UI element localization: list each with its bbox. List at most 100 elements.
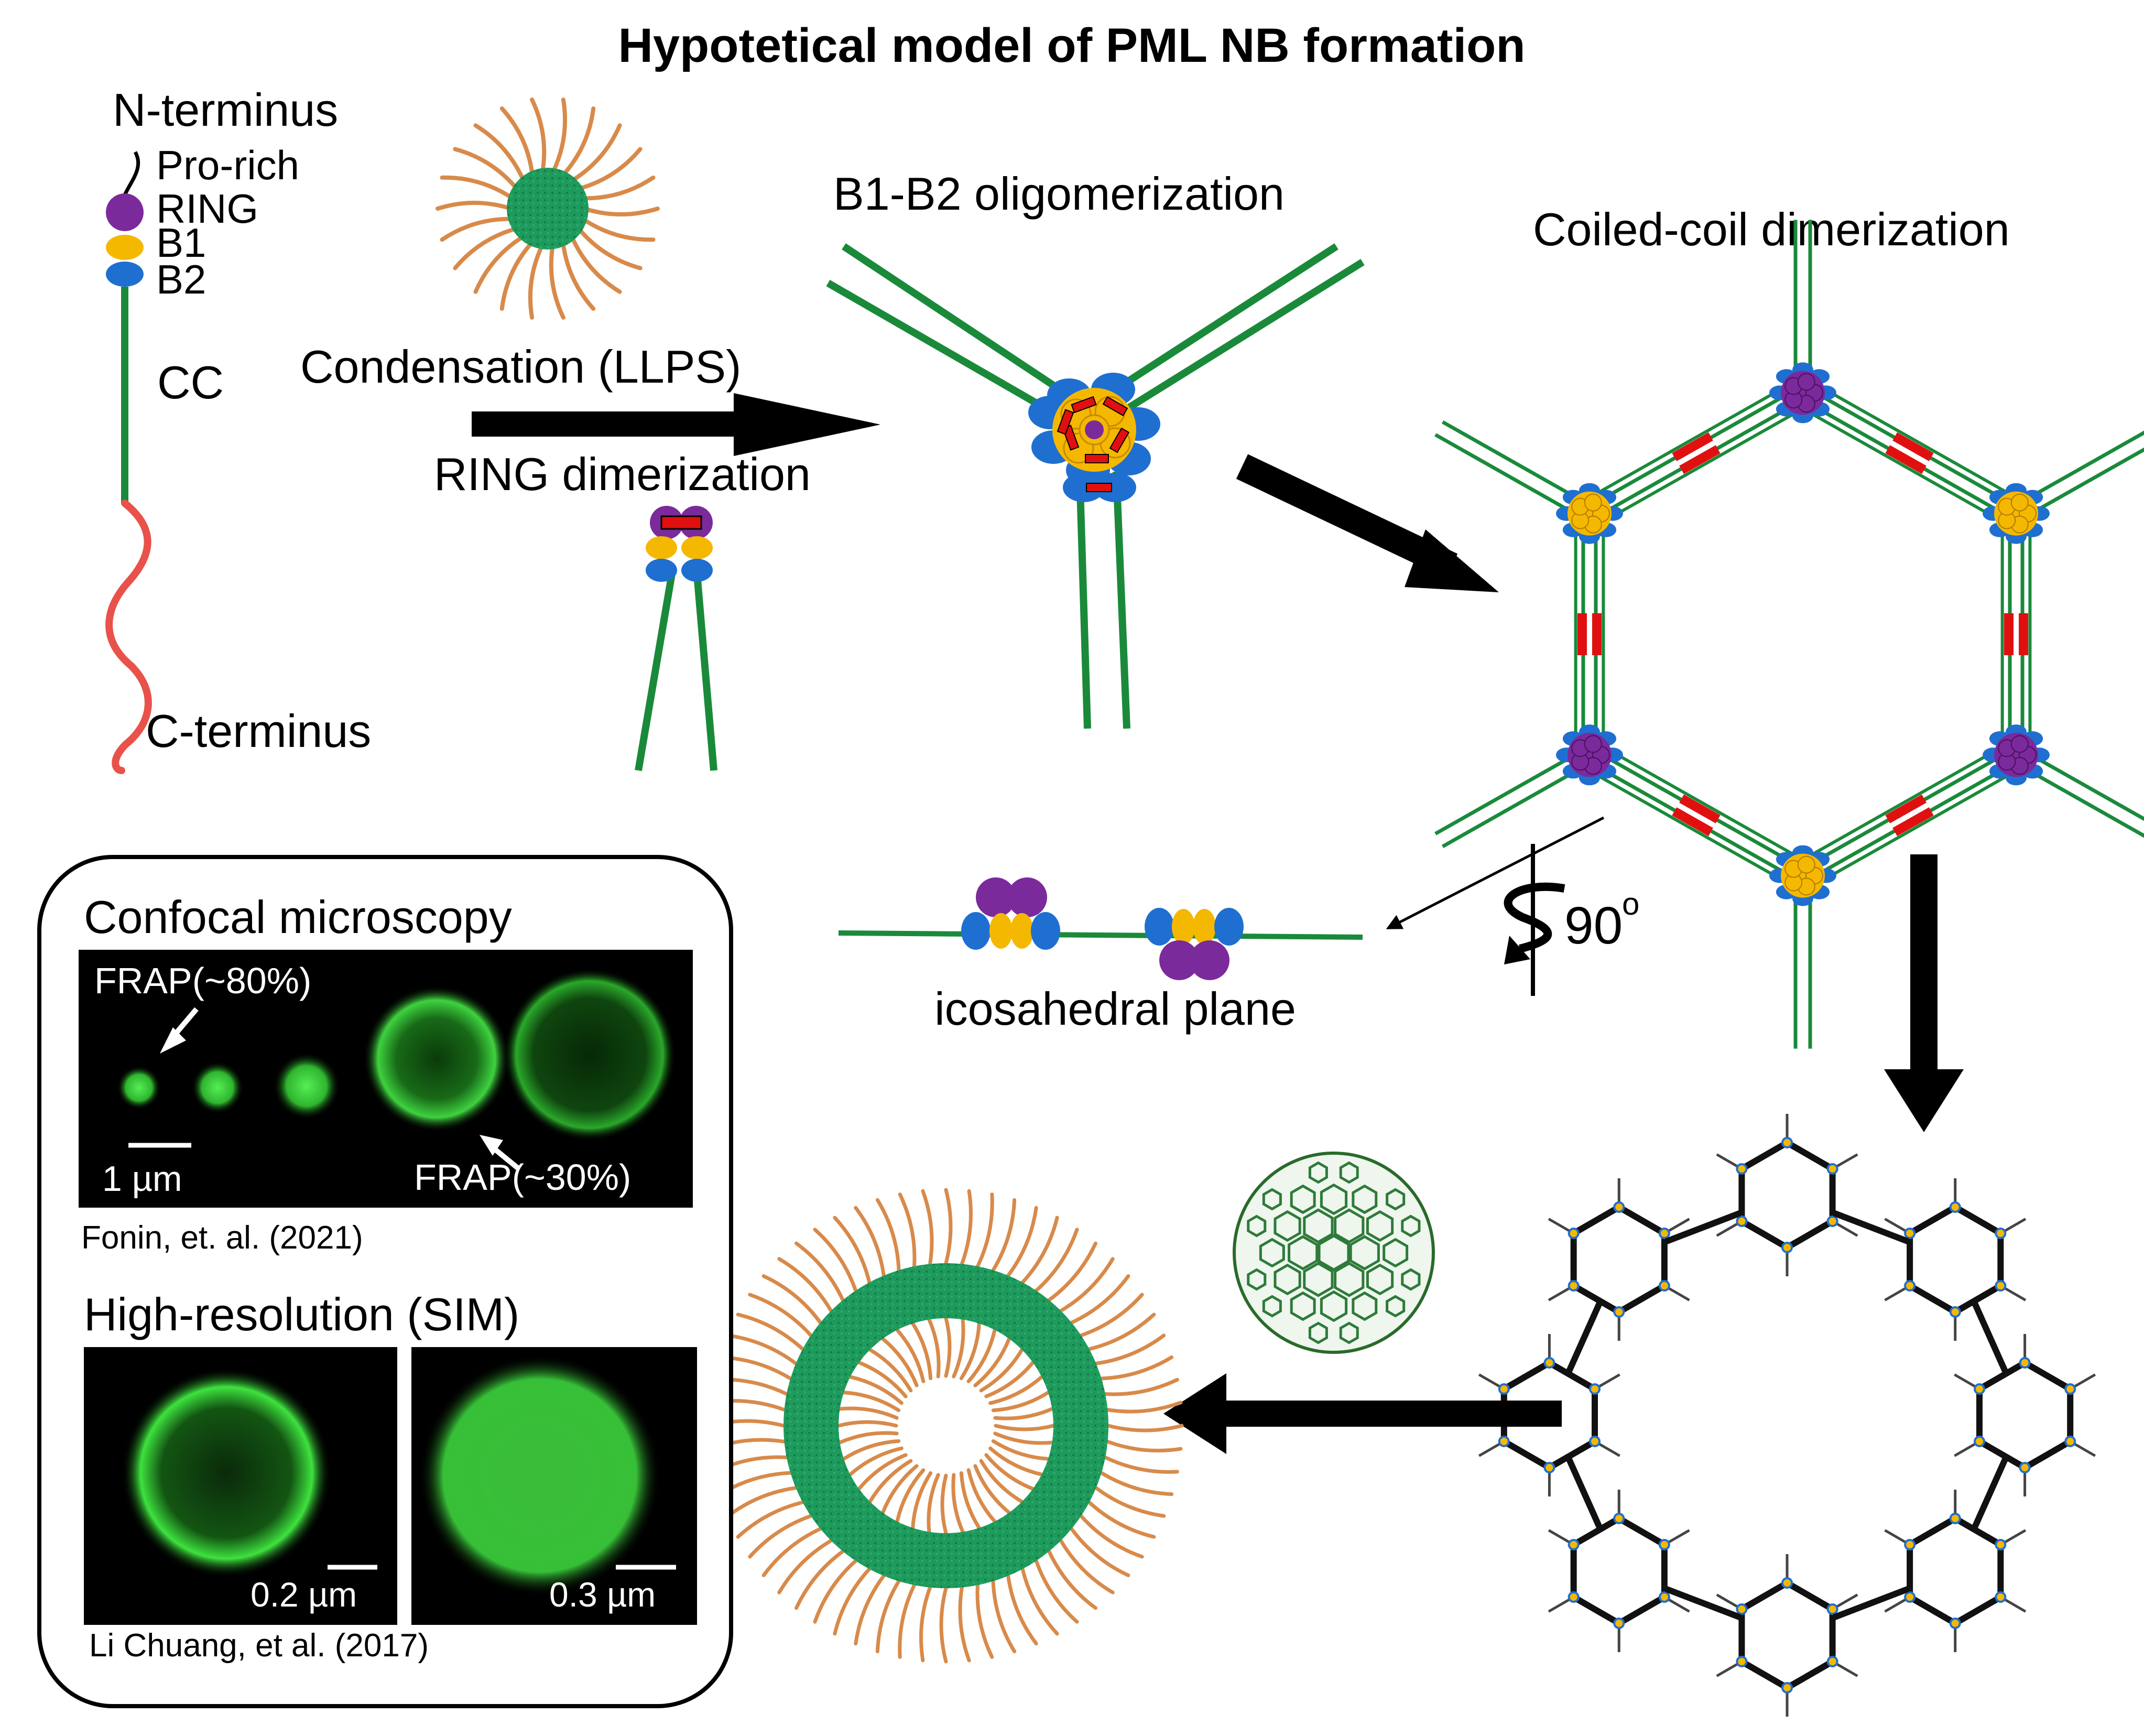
- shell-hexagon: [1303, 1262, 1334, 1297]
- pml-domain-structure: N-terminus Pro-rich RING B1 B2 CC C-term…: [105, 84, 371, 774]
- network-node: [1613, 1512, 1625, 1524]
- domain-subunit: [1797, 855, 1815, 874]
- inner-tail: [973, 1464, 1011, 1515]
- outer-tail: [1006, 1574, 1038, 1646]
- shell-hexagon: [1352, 1291, 1378, 1321]
- inner-tail: [881, 1464, 919, 1515]
- outer-tail: [1059, 1257, 1115, 1313]
- shell-hexagon: [1386, 1188, 1406, 1211]
- network-node: [2019, 1357, 2031, 1369]
- n-terminus-label: N-terminus: [113, 84, 338, 136]
- outer-tail: [1087, 1500, 1156, 1539]
- rotation-unit: o: [1622, 886, 1639, 921]
- network-node: [1904, 1591, 1916, 1603]
- shell-hexagon: [1320, 1290, 1348, 1322]
- dimerization-bar: [2019, 613, 2029, 655]
- confocal-title: Confocal microscopy: [84, 891, 512, 943]
- network-node: [1904, 1538, 1916, 1550]
- dimerization-bar: [1592, 613, 1602, 655]
- shell-hexagon: [1318, 1234, 1350, 1272]
- shell-hexagon: [1290, 1184, 1316, 1214]
- outer-tail: [991, 1198, 1017, 1272]
- shell-hexagon: [1247, 1214, 1267, 1238]
- inner-tail: [979, 1348, 1024, 1393]
- inner-tail: [838, 1431, 899, 1445]
- inner-tail: [838, 1406, 899, 1420]
- outer-tail: [960, 1189, 973, 1266]
- c-terminal-disordered: [105, 500, 152, 774]
- pml-nuclear-body: [708, 1188, 1184, 1664]
- network-node: [1736, 1656, 1748, 1667]
- dimerization-bar: [660, 515, 702, 530]
- shell-hexagon: [1308, 1161, 1328, 1184]
- network-node: [1658, 1591, 1670, 1603]
- shell-hexagon: [1290, 1291, 1316, 1321]
- coiled-coil-strand: [1434, 433, 1587, 522]
- dimerization-bar: [1071, 396, 1097, 414]
- dimerization-bar: [1672, 432, 1713, 461]
- network-node: [1568, 1591, 1580, 1603]
- shell-hexagon: [1308, 1321, 1328, 1344]
- outer-tail: [1020, 1216, 1059, 1285]
- network-node: [1736, 1216, 1748, 1227]
- inner-tail: [857, 1361, 908, 1398]
- inner-tail: [952, 1318, 965, 1379]
- inner-tail: [836, 1420, 898, 1428]
- hydrophobic-tail: [581, 175, 656, 201]
- dimerization-bar: [1057, 409, 1074, 435]
- coiled-coil-strand: [1809, 765, 2024, 889]
- network-node: [1543, 1357, 1555, 1369]
- protein-shell: [783, 1263, 1108, 1588]
- outer-tail: [1106, 1401, 1183, 1414]
- dimerization-bar: [1085, 454, 1109, 463]
- network-link: [1664, 1210, 1742, 1245]
- icosahedral-shell: [1233, 1152, 1435, 1354]
- b1b2-oligomerization-label: B1-B2 oligomerization: [833, 168, 1285, 220]
- network-link: [1972, 1301, 2008, 1373]
- shell-hexagon: [1401, 1214, 1421, 1238]
- network-node: [1568, 1538, 1580, 1550]
- outer-tail: [975, 1583, 994, 1659]
- inner-tail: [895, 1328, 926, 1383]
- shell-hexagon: [1339, 1321, 1359, 1344]
- hydrophobic-tail: [581, 216, 656, 242]
- b1-label: B1: [156, 220, 206, 266]
- outer-tail: [958, 1586, 971, 1663]
- inner-tail: [994, 1424, 1055, 1431]
- network-node: [2064, 1436, 2076, 1447]
- inner-tail: [868, 1459, 913, 1504]
- llps-condensate: [436, 97, 660, 320]
- network-link: [1664, 1586, 1742, 1621]
- ring-label: RING: [156, 186, 258, 232]
- domain-subunit: [1797, 373, 1815, 391]
- arrow-to-plane: [1386, 816, 1605, 929]
- outer-tail: [795, 1241, 845, 1302]
- shell-hexagon: [1401, 1268, 1421, 1291]
- outer-tail: [944, 1188, 953, 1265]
- inner-tail: [927, 1318, 941, 1379]
- coiled-coil-dimerization-label: Coiled-coil dimerization: [1533, 203, 2010, 255]
- inner-tail: [868, 1348, 913, 1393]
- shell-hexagon: [1352, 1184, 1378, 1214]
- dimerization-bar: [1577, 613, 1587, 655]
- hydrophobic-tail: [453, 226, 519, 270]
- network-node: [1949, 1201, 1961, 1213]
- outer-tail: [919, 1586, 932, 1663]
- b1-domain: [646, 536, 677, 559]
- dimerization-bar: [1109, 427, 1130, 453]
- hydrophobic-tail: [550, 97, 568, 175]
- domain-subunit: [1584, 735, 1602, 753]
- inner-tail: [842, 1391, 901, 1413]
- ring-domain: [106, 193, 144, 231]
- network-node: [1781, 1577, 1793, 1589]
- inner-tail: [848, 1375, 904, 1405]
- frap-large-label: FRAP(~30%): [414, 1157, 631, 1198]
- network-node: [1658, 1228, 1670, 1240]
- inner-tail: [911, 1321, 933, 1381]
- ring-dimer: [635, 506, 717, 772]
- b2-domain: [1063, 473, 1105, 502]
- shell-hexagon: [1259, 1238, 1285, 1268]
- outer-tail: [1034, 1559, 1079, 1624]
- network-hexagon: [1570, 1203, 1668, 1316]
- dimerization-bar: [1679, 445, 1721, 474]
